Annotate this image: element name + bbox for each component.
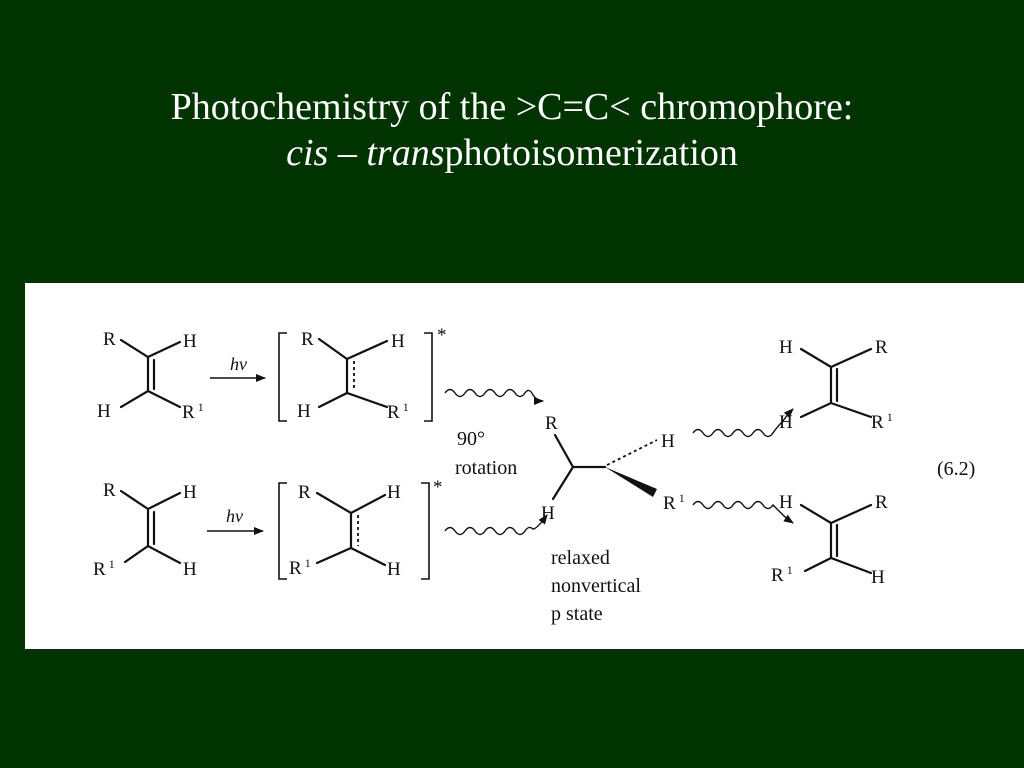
twisted-dashed-bond bbox=[606, 439, 658, 466]
bottom-product-h1: H bbox=[779, 492, 793, 513]
top-reactant-r1-sup: 1 bbox=[198, 400, 204, 414]
top-wavy-arrow-out bbox=[692, 408, 794, 438]
top-excited-star: * bbox=[437, 325, 447, 346]
bottom-excited-r: R bbox=[298, 482, 311, 503]
bottom-reactant-h1: H bbox=[183, 482, 197, 503]
top-product-h1: H bbox=[779, 337, 793, 358]
top-wavy-arrow-in bbox=[444, 388, 544, 405]
twisted-h-bottom: H bbox=[541, 503, 555, 524]
bottom-brackets bbox=[278, 482, 430, 580]
top-product-r1-letter: R bbox=[871, 412, 884, 433]
top-product-r1-sup: 1 bbox=[887, 410, 893, 424]
bottom-excited-star: * bbox=[433, 477, 443, 498]
bottom-hv-label: hv bbox=[226, 506, 243, 526]
bottom-reactant-r: R bbox=[103, 480, 116, 501]
twisted-h-right: H bbox=[661, 431, 675, 452]
top-excited-r1-sup: 1 bbox=[403, 400, 409, 414]
bottom-reactant-bonds bbox=[119, 489, 182, 565]
top-product-h2: H bbox=[779, 412, 793, 433]
top-product-r: R bbox=[875, 337, 888, 358]
top-excited-h1: H bbox=[391, 331, 405, 352]
top-excited-r1-letter: R bbox=[387, 402, 400, 423]
bottom-product-bonds bbox=[799, 503, 873, 575]
rotation-degree-label: 90° bbox=[457, 428, 485, 450]
bottom-product-r1-sup: 1 bbox=[787, 563, 793, 577]
top-reactant-bonds bbox=[119, 338, 182, 409]
bottom-excited-h2: H bbox=[387, 559, 401, 580]
rotation-label: rotation bbox=[455, 457, 517, 479]
title-trans: trans bbox=[366, 132, 445, 174]
title-line-1: Photochemistry of the >C=C< chromophore: bbox=[170, 86, 854, 128]
bottom-excited-h1: H bbox=[387, 482, 401, 503]
relaxed-label: relaxed bbox=[551, 547, 610, 569]
top-reactant-h1: H bbox=[183, 331, 197, 352]
nonvertical-label: nonvertical bbox=[551, 575, 641, 597]
bottom-reactant-h2: H bbox=[183, 559, 197, 580]
title-line-2: cis – transphotoisomerization bbox=[0, 130, 1024, 176]
title-rest: photoisomerization bbox=[444, 132, 738, 174]
top-excited-r: R bbox=[301, 329, 314, 350]
bottom-product-r: R bbox=[875, 492, 888, 513]
twisted-r: R bbox=[545, 413, 558, 434]
bottom-excited-r1-letter: R bbox=[289, 558, 302, 579]
twisted-r1-sup: 1 bbox=[679, 491, 685, 505]
p-state-label: p state bbox=[551, 603, 603, 625]
bottom-excited-bonds bbox=[315, 491, 387, 567]
bottom-excited-r1-sup: 1 bbox=[305, 556, 311, 570]
top-excited-h2: H bbox=[297, 401, 311, 422]
bottom-reactant-r1-sup: 1 bbox=[109, 557, 115, 571]
bottom-product-r1-letter: R bbox=[771, 565, 784, 586]
title-cis: cis bbox=[286, 132, 329, 174]
twisted-wedge-bond bbox=[605, 467, 657, 497]
slide-title: Photochemistry of the >C=C< chromophore:… bbox=[0, 84, 1024, 176]
title-dash: – bbox=[328, 132, 367, 174]
top-reactant-h2: H bbox=[97, 401, 111, 422]
bottom-wavy-arrow-in bbox=[444, 514, 548, 536]
bottom-wavy-arrow-out bbox=[692, 500, 794, 524]
top-excited-bonds bbox=[317, 337, 389, 409]
bottom-hv-arrow: hv bbox=[207, 506, 264, 535]
top-reactant-r1-letter: R bbox=[182, 402, 195, 423]
top-product-bonds bbox=[799, 347, 873, 419]
top-brackets bbox=[278, 332, 433, 422]
bottom-product-h2: H bbox=[871, 567, 885, 588]
twisted-bonds bbox=[551, 433, 607, 501]
top-reactant-r: R bbox=[103, 329, 116, 350]
twisted-r1-letter: R bbox=[663, 493, 676, 514]
equation-number: (6.2) bbox=[937, 458, 975, 480]
top-hv-label: hv bbox=[230, 354, 247, 374]
bottom-reactant-r1-letter: R bbox=[93, 559, 106, 580]
top-hv-arrow: hv bbox=[210, 354, 266, 382]
